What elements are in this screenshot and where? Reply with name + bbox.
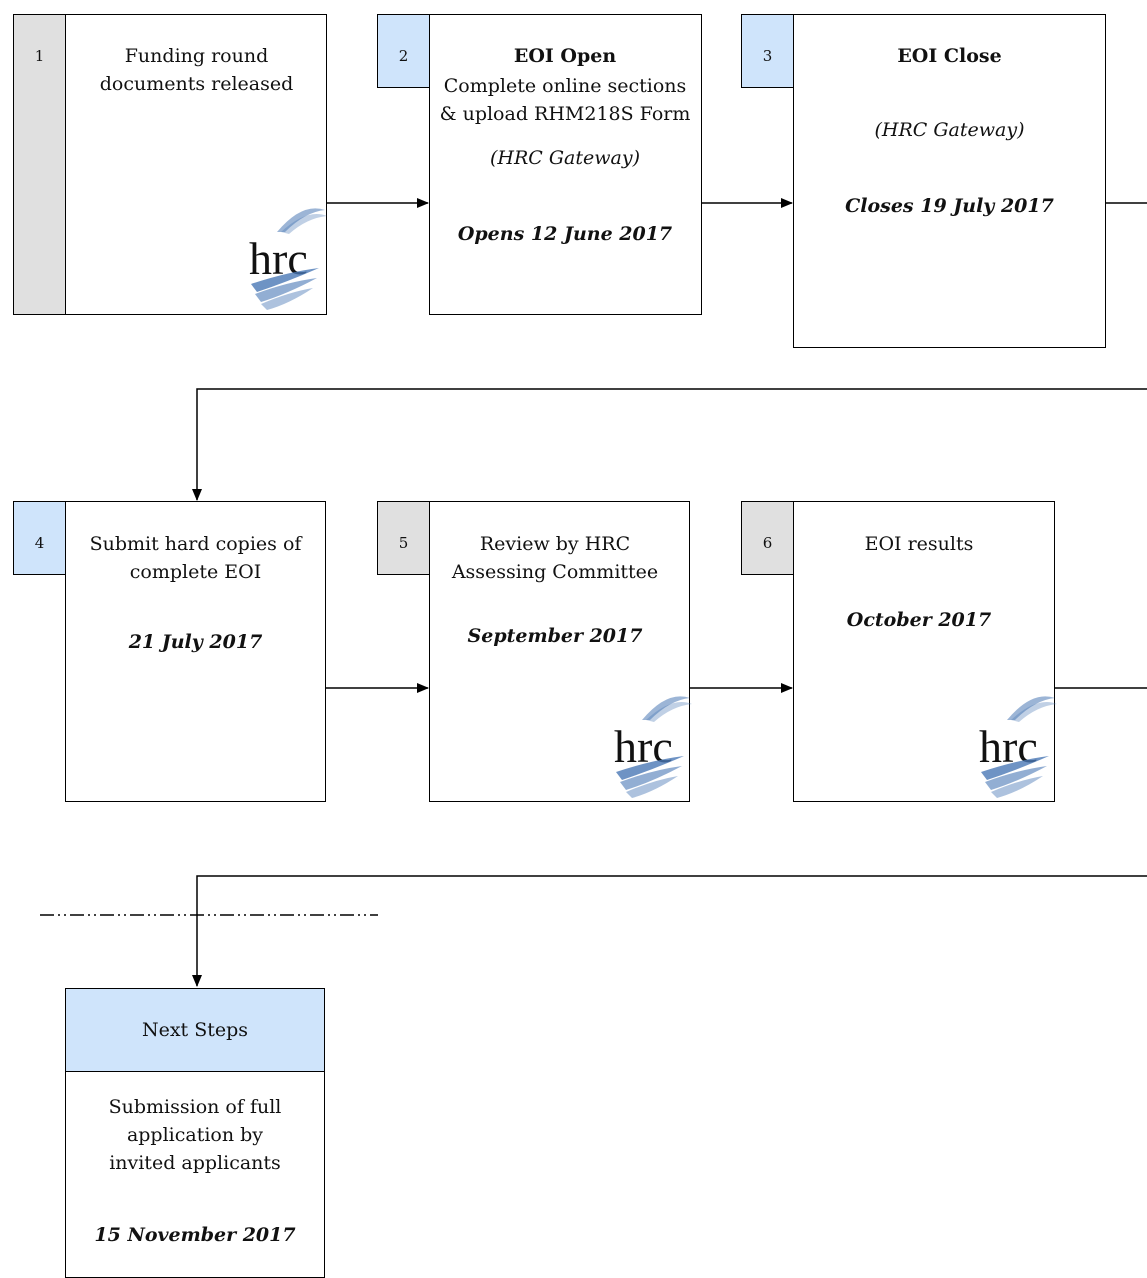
step-6-box <box>793 501 1055 802</box>
step-5-box <box>429 501 690 802</box>
step-1-number: 1 <box>13 14 66 315</box>
step-1-text: Funding round documents released <box>99 45 294 95</box>
step-4-date: 21 July 2017 <box>128 631 263 653</box>
step-2-box <box>429 14 702 315</box>
arrow-wrap-row2 <box>192 388 1147 501</box>
step-4-text: Submit hard copies of complete EOI 21 Ju… <box>66 530 325 656</box>
step-3-title: EOI Close <box>897 45 1002 67</box>
hrc-logo: hrc <box>612 690 692 800</box>
step-5-text: Review by HRC Assessing Committee Septem… <box>430 530 680 650</box>
step-2-date: Opens 12 June 2017 <box>457 223 673 245</box>
step-2-number: 2 <box>377 14 430 88</box>
step-3-box <box>793 14 1106 348</box>
step-4-number: 4 <box>13 501 66 575</box>
hrc-logo: hrc <box>247 202 327 312</box>
step-3-number: 3 <box>741 14 794 88</box>
step-2-text: EOI Open Complete online sections & uplo… <box>430 42 700 248</box>
next-steps-date: 15 November 2017 <box>94 1224 296 1246</box>
step-3-text: EOI Close (HRC Gateway) Closes 19 July 2… <box>794 42 1105 220</box>
next-steps-text: Submission of full application by invite… <box>66 1093 324 1249</box>
step-3-sub: (HRC Gateway) <box>874 119 1025 141</box>
hrc-logo: hrc <box>977 690 1057 800</box>
step-2-sub: (HRC Gateway) <box>490 147 640 169</box>
next-steps-heading: Next Steps <box>65 988 325 1072</box>
step-5-number: 5 <box>377 501 430 575</box>
step-6-number: 6 <box>741 501 794 575</box>
step-6-text: EOI results October 2017 <box>794 530 1044 634</box>
step-3-date: Closes 19 July 2017 <box>845 195 1054 217</box>
arrow-wrap-row3 <box>192 875 1147 987</box>
step-5-date: September 2017 <box>467 625 643 647</box>
step-4-box <box>65 501 326 802</box>
step-2-title: EOI Open <box>513 45 617 67</box>
step-6-date: October 2017 <box>846 609 992 631</box>
